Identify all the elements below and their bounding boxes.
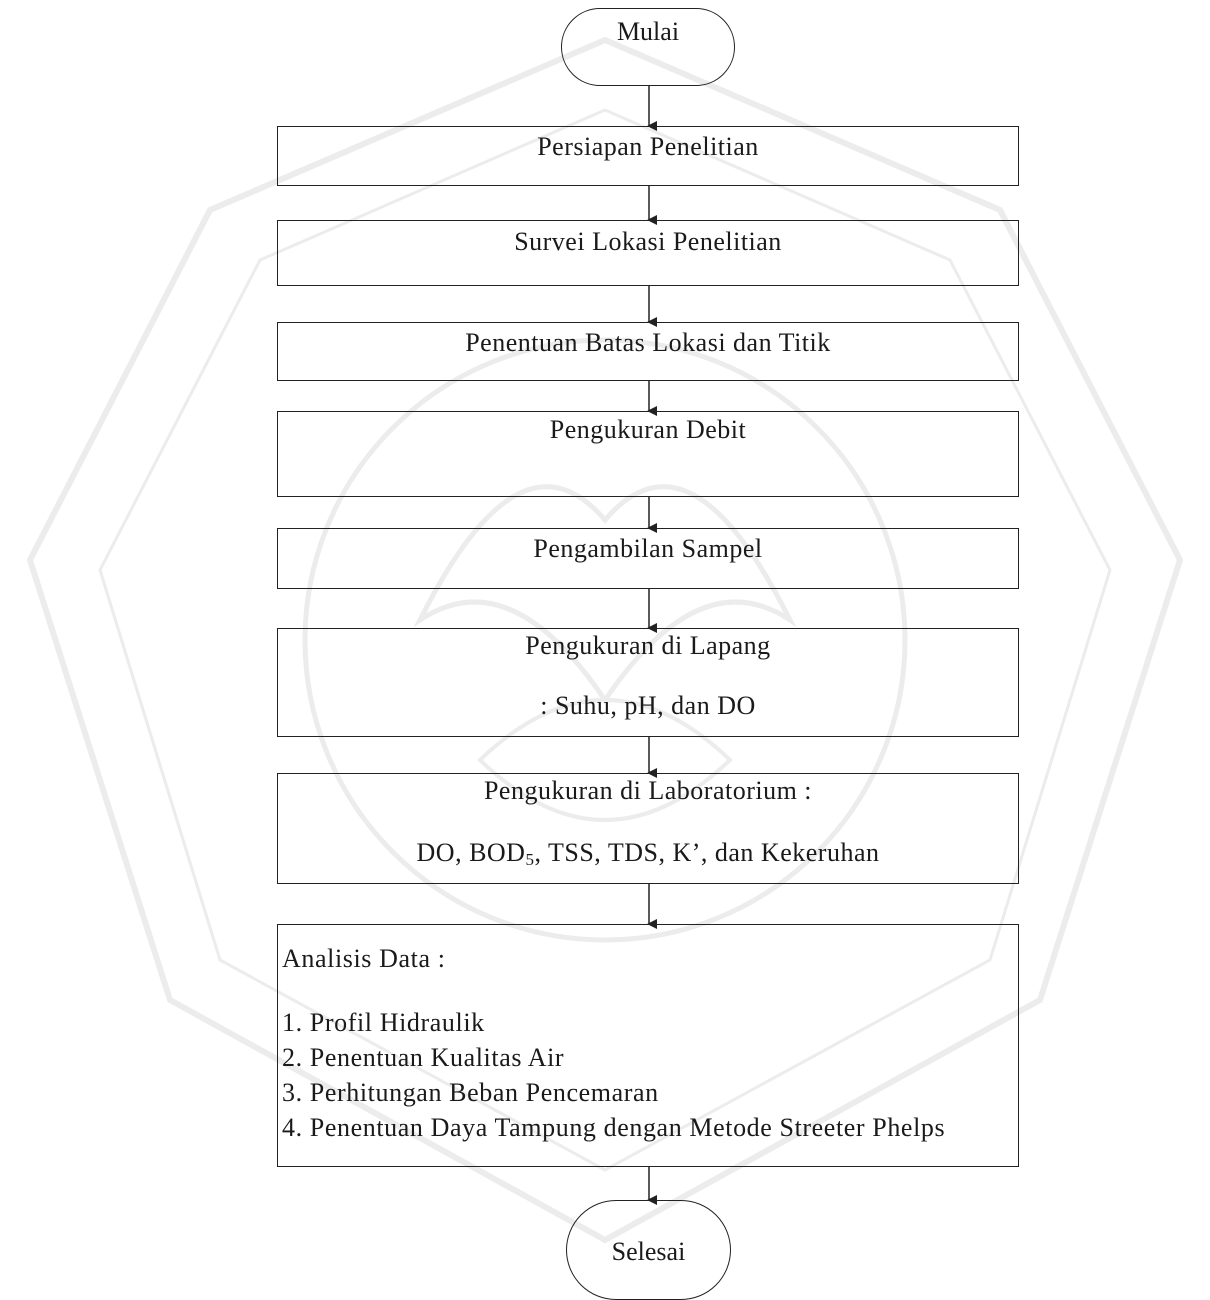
- start-label: Mulai: [616, 17, 680, 46]
- step-label: Pengukuran Debit: [549, 415, 747, 444]
- step-label: Pengukuran di Lapang: [525, 631, 771, 660]
- step-pengukuran-debit: Pengukuran Debit: [277, 411, 1019, 497]
- analysis-item: 3. Perhitungan Beban Pencemaran: [282, 1078, 659, 1107]
- analysis-item: 2. Penentuan Kualitas Air: [282, 1043, 565, 1072]
- step-detail: DO, BOD5, TSS, TDS, K’, dan Kekeruhan: [278, 838, 1018, 875]
- start-terminator: Mulai: [561, 8, 735, 86]
- step-pengambilan-sampel: Pengambilan Sampel: [277, 528, 1019, 589]
- end-terminator: Selesai: [566, 1200, 731, 1300]
- step-label: Pengukuran di Laboratorium :: [483, 776, 813, 805]
- end-label: Selesai: [611, 1237, 686, 1266]
- step-label: Pengambilan Sampel: [533, 534, 763, 563]
- step-pengukuran-lapang: Pengukuran di Lapang : Suhu, pH, dan DO: [277, 628, 1019, 737]
- detail-part-b: , TSS, TDS, K’, dan Kekeruhan: [534, 838, 880, 867]
- detail-part-a: DO, BOD: [416, 838, 526, 867]
- step-detail: : Suhu, pH, dan DO: [540, 691, 756, 720]
- step-label: Persiapan Penelitian: [537, 132, 759, 161]
- step-penentuan-batas: Penentuan Batas Lokasi dan Titik: [277, 322, 1019, 381]
- step-survei-lokasi: Survei Lokasi Penelitian: [277, 220, 1019, 286]
- step-pengukuran-laboratorium: Pengukuran di Laboratorium : DO, BOD5, T…: [277, 773, 1019, 884]
- step-analisis-data: Analisis Data : 1. Profil Hidraulik 2. P…: [277, 924, 1019, 1167]
- step-label: Survei Lokasi Penelitian: [514, 227, 782, 256]
- detail-subscript: 5: [525, 850, 535, 869]
- step-label: Penentuan Batas Lokasi dan Titik: [465, 328, 831, 357]
- step-persiapan-penelitian: Persiapan Penelitian: [277, 126, 1019, 186]
- analysis-item: 4. Penentuan Daya Tampung dengan Metode …: [282, 1113, 946, 1142]
- analysis-title: Analisis Data :: [282, 944, 446, 973]
- analysis-item: 1. Profil Hidraulik: [282, 1008, 485, 1037]
